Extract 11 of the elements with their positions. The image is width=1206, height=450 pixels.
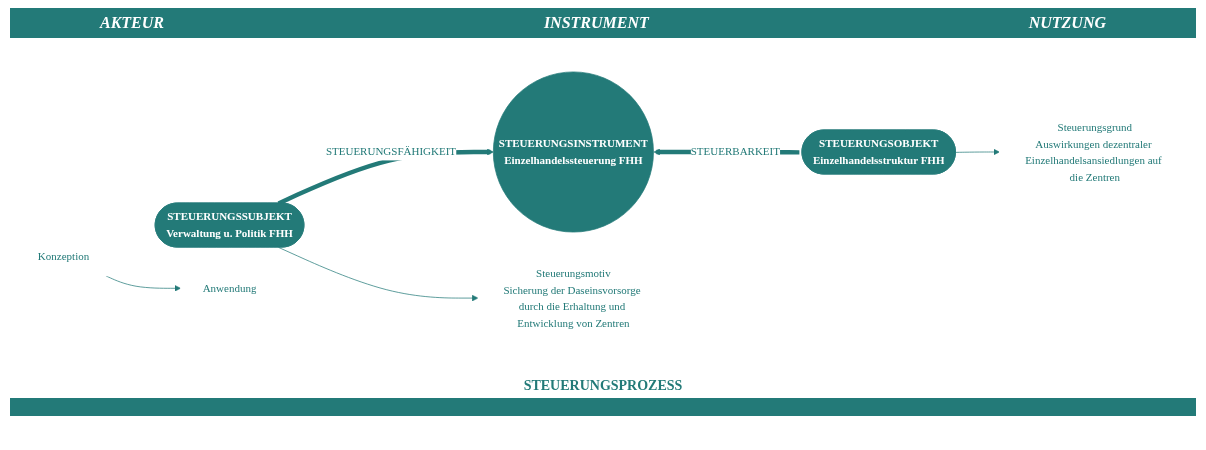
node-text: Steuerungsgrund Auswirkungen dezentraler Einzelhandelsansiedlungen auf die Zentren (1025, 121, 1162, 183)
column-heading: NUTZUNG (1028, 14, 1106, 32)
edge-label: STEUERUNGSFÄHIGKEIT (325, 145, 457, 158)
node-circle: STEUERUNGSINSTRUMENT Einzelhandelssteuerung FHH (492, 71, 654, 233)
column-heading: AKTEUR (100, 14, 164, 32)
node-text: Steuerungsmotiv Sicherung der Daseinsvorsorge durch die Erhaltung und Entwicklung von Zentren (503, 267, 641, 329)
node-text: Konzeption (37, 250, 90, 263)
edge-label: STEUERBARKEIT (690, 145, 780, 158)
node-text: Anwendung (202, 282, 257, 294)
column-heading: INSTRUMENT (543, 14, 649, 32)
process-label: STEUERUNGSPROZESS (523, 378, 683, 393)
